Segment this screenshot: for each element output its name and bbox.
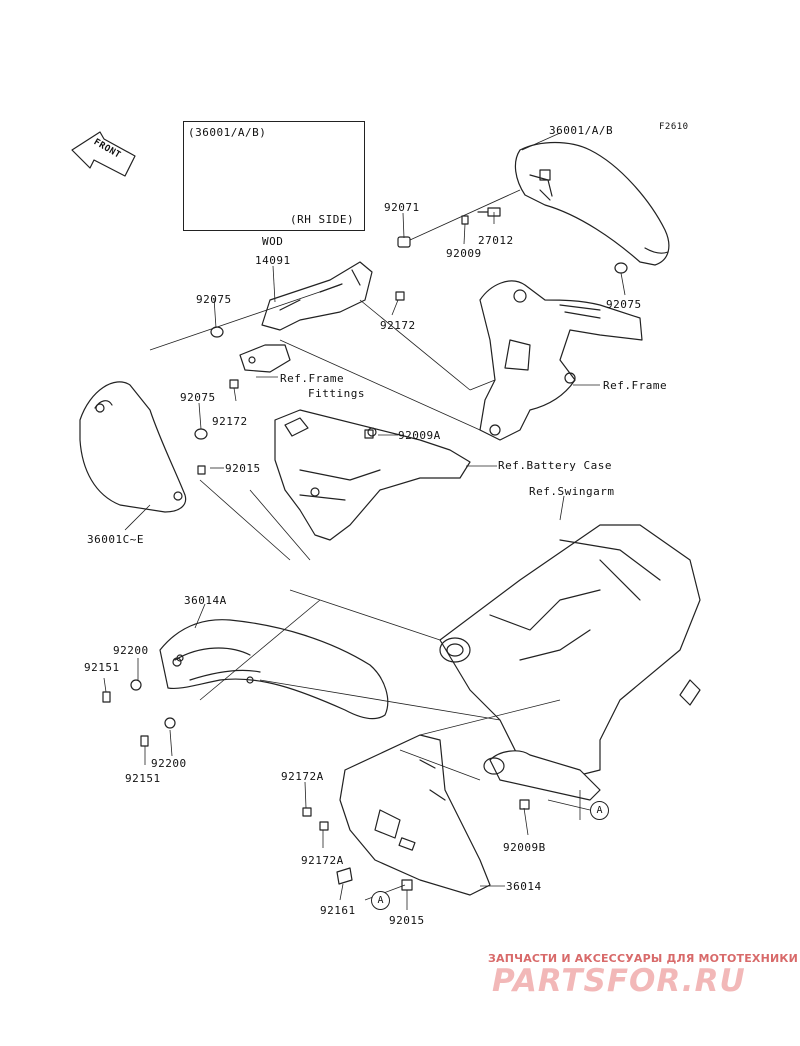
rh-side-inset-box — [183, 121, 365, 231]
part-label-92015-left: 92015 — [225, 462, 261, 475]
chain-cover-36014a — [159, 619, 389, 720]
front-direction-arrow-icon — [71, 131, 136, 177]
part-label-14091: 14091 — [255, 254, 291, 267]
part-label-92172a-bottom: 92172A — [301, 854, 344, 867]
ref-frame-fittings-line1: Ref.Frame — [280, 372, 345, 385]
part-label-92151-top: 92151 — [84, 661, 120, 674]
frame-drawing — [479, 280, 643, 441]
bushing-92015-bottom — [401, 879, 413, 891]
watermark-tagline: ЗАПЧАСТИ И АКСЕССУАРЫ ДЛЯ МОТОТЕХНИКИ — [488, 952, 798, 965]
grommet-92075-mid — [194, 428, 208, 440]
figure-code: F2610 — [659, 122, 689, 132]
bolt-92009a — [364, 429, 374, 439]
part-label-92075-left: 92075 — [196, 293, 232, 306]
part-label-36001-top: 36001/A/B — [549, 124, 614, 137]
washer-92200-b — [164, 717, 176, 729]
left-side-cover-part — [79, 381, 187, 513]
ref-frame: Ref.Frame — [603, 379, 668, 392]
bolt-92172a-bottom — [319, 821, 329, 831]
part-label-92075-mid: 92075 — [180, 391, 216, 404]
bolt-92172a-top — [302, 807, 312, 817]
part-label-92172a-top: 92172A — [281, 770, 324, 783]
part-label-36001c-e: 36001C~E — [87, 533, 144, 546]
part-label-92161: 92161 — [320, 904, 356, 917]
bolt-92009b — [519, 799, 530, 810]
part-label-92172-lower: 92172 — [212, 415, 248, 428]
connection-ref-a-bottom: A — [371, 891, 390, 910]
part-label-92071: 92071 — [384, 201, 420, 214]
bracket-assembly-14091 — [239, 261, 373, 373]
washer-92200-a — [130, 679, 142, 691]
part-label-92009b: 92009B — [503, 841, 546, 854]
part-label-92075-right: 92075 — [606, 298, 642, 311]
wod-note: WOD — [262, 235, 284, 248]
connection-ref-a-right: A — [590, 801, 609, 820]
part-label-92200-bottom: 92200 — [151, 757, 187, 770]
ref-frame-fittings-line2: Fittings — [308, 387, 365, 400]
grommet-92071 — [397, 236, 411, 248]
part-label-92172-upper: 92172 — [380, 319, 416, 332]
part-label-36014: 36014 — [506, 880, 542, 893]
ref-battery-case: Ref.Battery Case — [498, 459, 612, 472]
right-side-cover-part — [514, 141, 670, 266]
ref-swingarm: Ref.Swingarm — [529, 485, 615, 498]
clip-92161 — [336, 867, 353, 885]
part-label-92009a: 92009A — [398, 429, 441, 442]
washer-92200-top — [172, 657, 182, 667]
watermark-logo: PARTSFOR.RU — [492, 963, 746, 999]
swingarm-drawing — [439, 524, 701, 801]
part-label-36014a: 36014A — [184, 594, 227, 607]
battery-case-drawing — [274, 409, 471, 541]
grommet-92075-right — [614, 262, 628, 274]
inset-title: (36001/A/B) — [188, 126, 267, 139]
inset-caption: (RH SIDE) — [290, 213, 355, 226]
bolt-92151-bottom — [140, 735, 149, 747]
part-label-92009: 92009 — [446, 247, 482, 260]
bolt-92151-top — [102, 691, 111, 703]
part-label-92200-top: 92200 — [113, 644, 149, 657]
part-label-92015-bottom: 92015 — [389, 914, 425, 927]
part-label-92151-bottom: 92151 — [125, 772, 161, 785]
part-label-27012: 27012 — [478, 234, 514, 247]
chain-guard-36014 — [339, 734, 491, 896]
